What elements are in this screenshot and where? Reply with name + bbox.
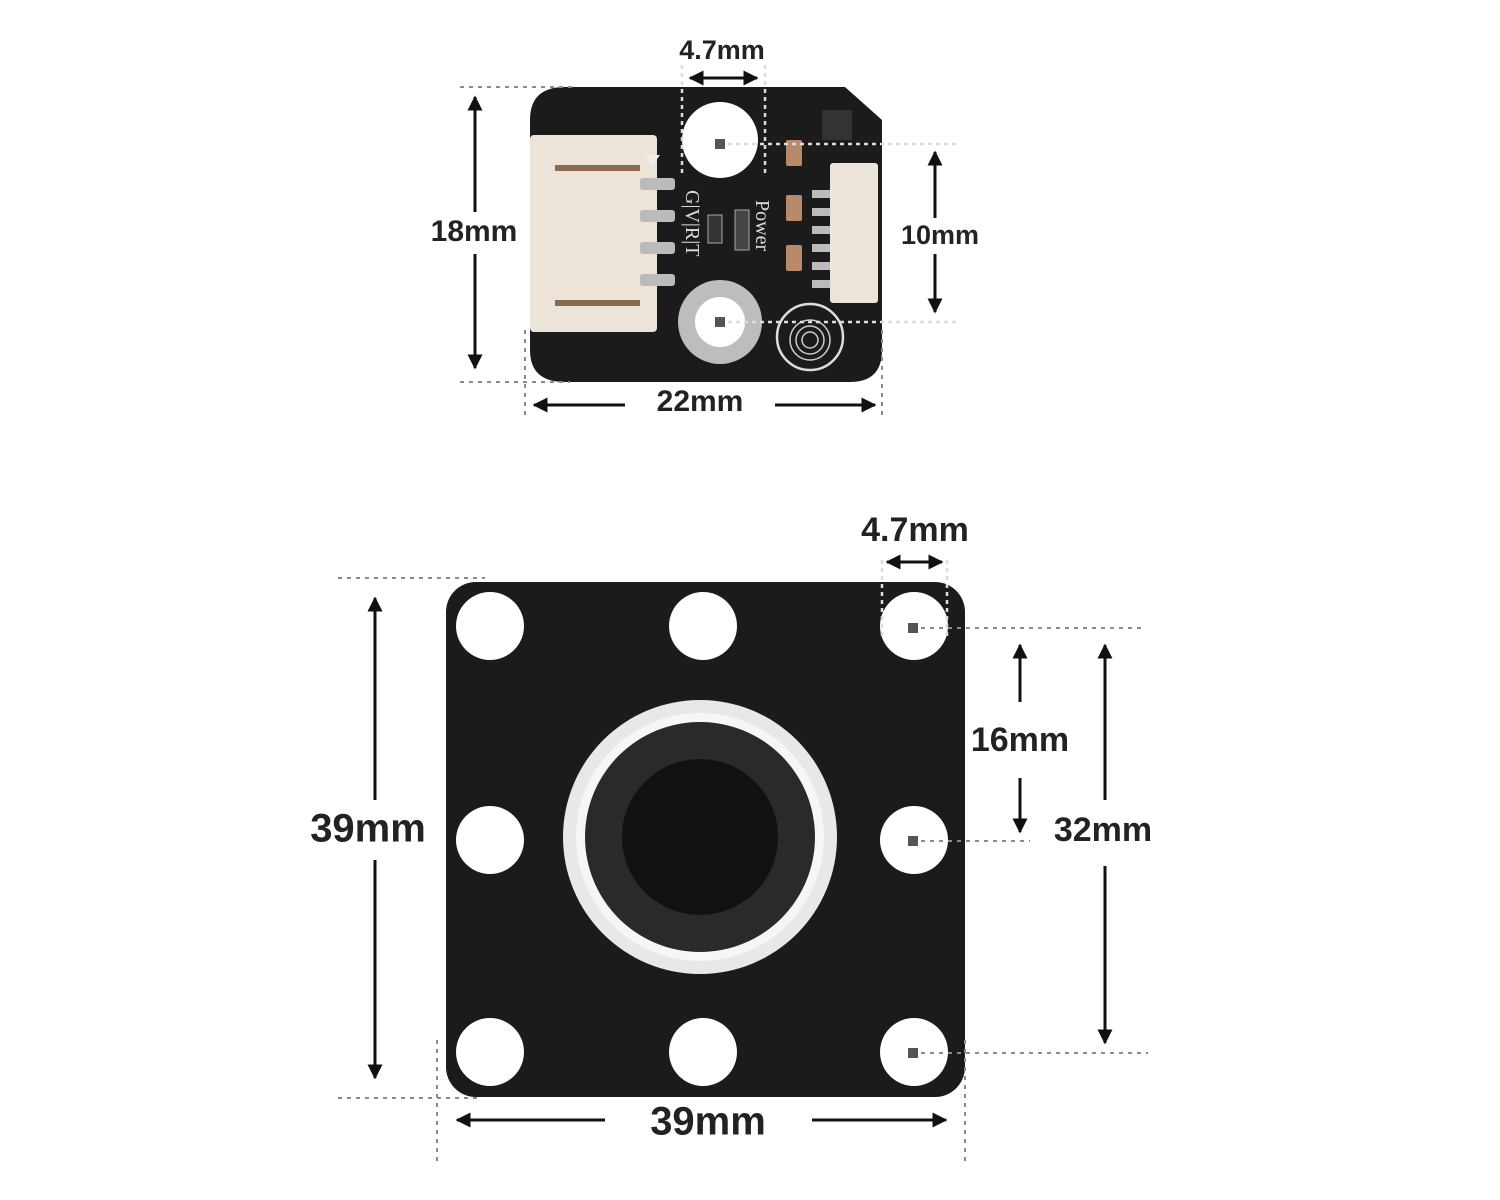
full-spacing-label: 32mm: [1054, 811, 1152, 849]
power-label: Power: [751, 200, 773, 251]
height-label: 39mm: [310, 807, 426, 851]
power-led: [734, 209, 750, 251]
width-label: 39mm: [650, 1100, 766, 1144]
grove-connector: [530, 135, 657, 332]
hole-spacing-label: 10mm: [901, 220, 979, 250]
hole-diameter-label: 4.7mm: [861, 511, 969, 549]
small-module-dimensions: 18mm 4.7mm 10mm 22mm: [420, 35, 988, 420]
ph-connector: [830, 163, 878, 303]
width-label: 22mm: [657, 385, 744, 418]
height-label: 18mm: [431, 215, 518, 248]
small-module-board: G|V|R|T Power: [530, 87, 882, 382]
fingerprint-logo-icon: [775, 302, 845, 372]
large-module-board: [446, 582, 965, 1097]
large-module-dimensions: 39mm 4.7mm 16mm 32mm 39mm: [300, 511, 1152, 1165]
pin-labels: G|V|R|T: [681, 190, 703, 256]
transistor: [822, 110, 852, 140]
half-spacing-label: 16mm: [971, 721, 1069, 759]
fingerprint-sensor: [622, 759, 778, 915]
hole-diameter-label: 4.7mm: [679, 35, 765, 65]
